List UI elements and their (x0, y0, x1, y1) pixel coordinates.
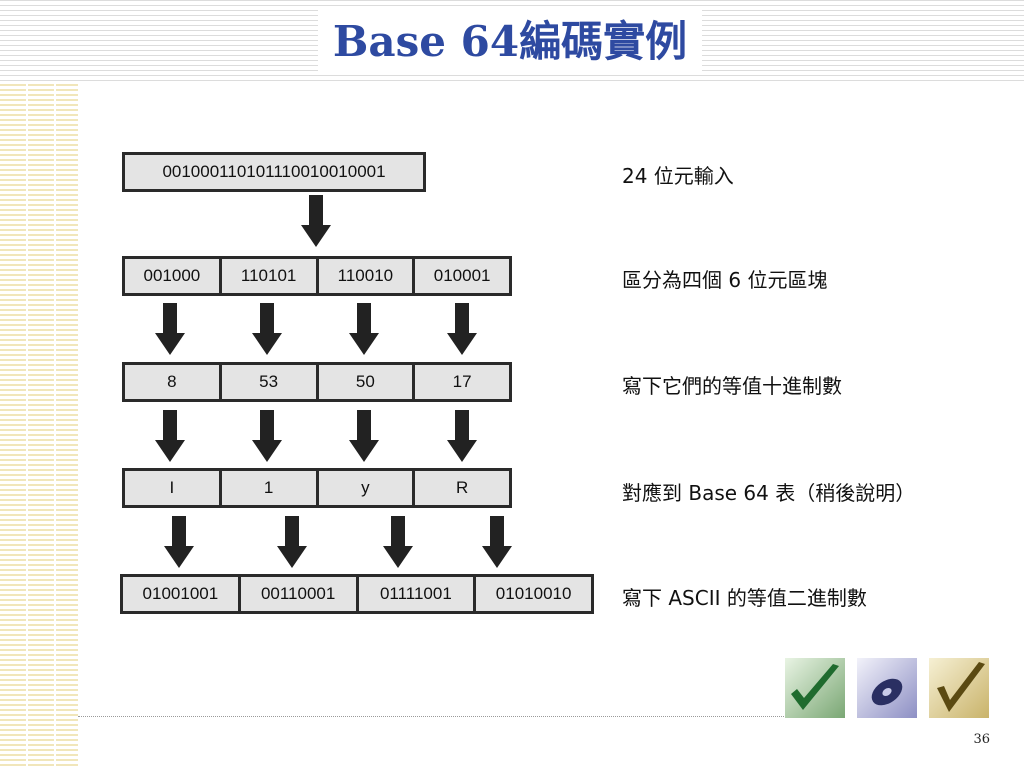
six-bit-row: 001000 110101 110010 010001 (122, 256, 512, 296)
decimal-row: 8 53 50 17 (122, 362, 512, 402)
down-arrow-icon (155, 303, 185, 355)
checkmark-gold-icon (929, 658, 989, 718)
down-arrow-icon (447, 410, 477, 462)
input-bits-row: 001000110101110010010001 (122, 152, 426, 192)
decimal-cell: 8 (125, 365, 222, 399)
down-arrow-icon (349, 410, 379, 462)
down-arrow-icon (482, 516, 512, 568)
ascii-binary-cell: 01111001 (359, 577, 477, 611)
slide-title: Base 64編碼實例 (332, 17, 688, 66)
base64-char-row: I 1 y R (122, 468, 512, 508)
ascii-description: 寫下 ASCII 的等值二進制數 (622, 586, 867, 610)
decimal-cell: 53 (222, 365, 319, 399)
footer-divider (78, 716, 784, 717)
ascii-binary-cell: 01010010 (495, 584, 572, 603)
ascii-binary-cell: 00110001 (241, 577, 359, 611)
page-number: 36 (973, 732, 990, 747)
decimal-cell: 50 (319, 365, 416, 399)
base64-char-cell: y (319, 471, 416, 505)
down-arrow-icon (155, 410, 185, 462)
down-arrow-icon (447, 303, 477, 355)
decimal-cell: 17 (452, 372, 472, 391)
input-bits-cell: 001000110101110010010001 (162, 162, 386, 181)
down-arrow-icon (252, 303, 282, 355)
down-arrow-icon (349, 303, 379, 355)
six-bit-cell: 110010 (319, 259, 416, 293)
decimal-description: 寫下它們的等值十進制數 (622, 374, 842, 398)
down-arrow-icon (301, 195, 331, 247)
base64-char-cell: I (125, 471, 222, 505)
ascii-binary-row: 01001001 00110001 01111001 01010010 (120, 574, 594, 614)
six-bit-cell: 110101 (222, 259, 319, 293)
six-bit-cell: 001000 (125, 259, 222, 293)
down-arrow-icon (252, 410, 282, 462)
left-stripes-decoration (0, 84, 78, 768)
base64-char-cell: R (455, 478, 469, 497)
base64-description: 對應到 Base 64 表（稍後說明） (622, 481, 916, 505)
down-arrow-icon (277, 516, 307, 568)
six-bit-cell: 010001 (433, 266, 491, 285)
disc-purple-icon (857, 658, 917, 718)
ascii-binary-cell: 01001001 (123, 577, 241, 611)
down-arrow-icon (383, 516, 413, 568)
input-description: 24 位元輸入 (622, 164, 734, 188)
down-arrow-icon (164, 516, 194, 568)
title-background (318, 8, 702, 74)
checkmark-green-icon (785, 658, 845, 718)
base64-char-cell: 1 (222, 471, 319, 505)
six-bit-description: 區分為四個 6 位元區塊 (622, 268, 828, 292)
